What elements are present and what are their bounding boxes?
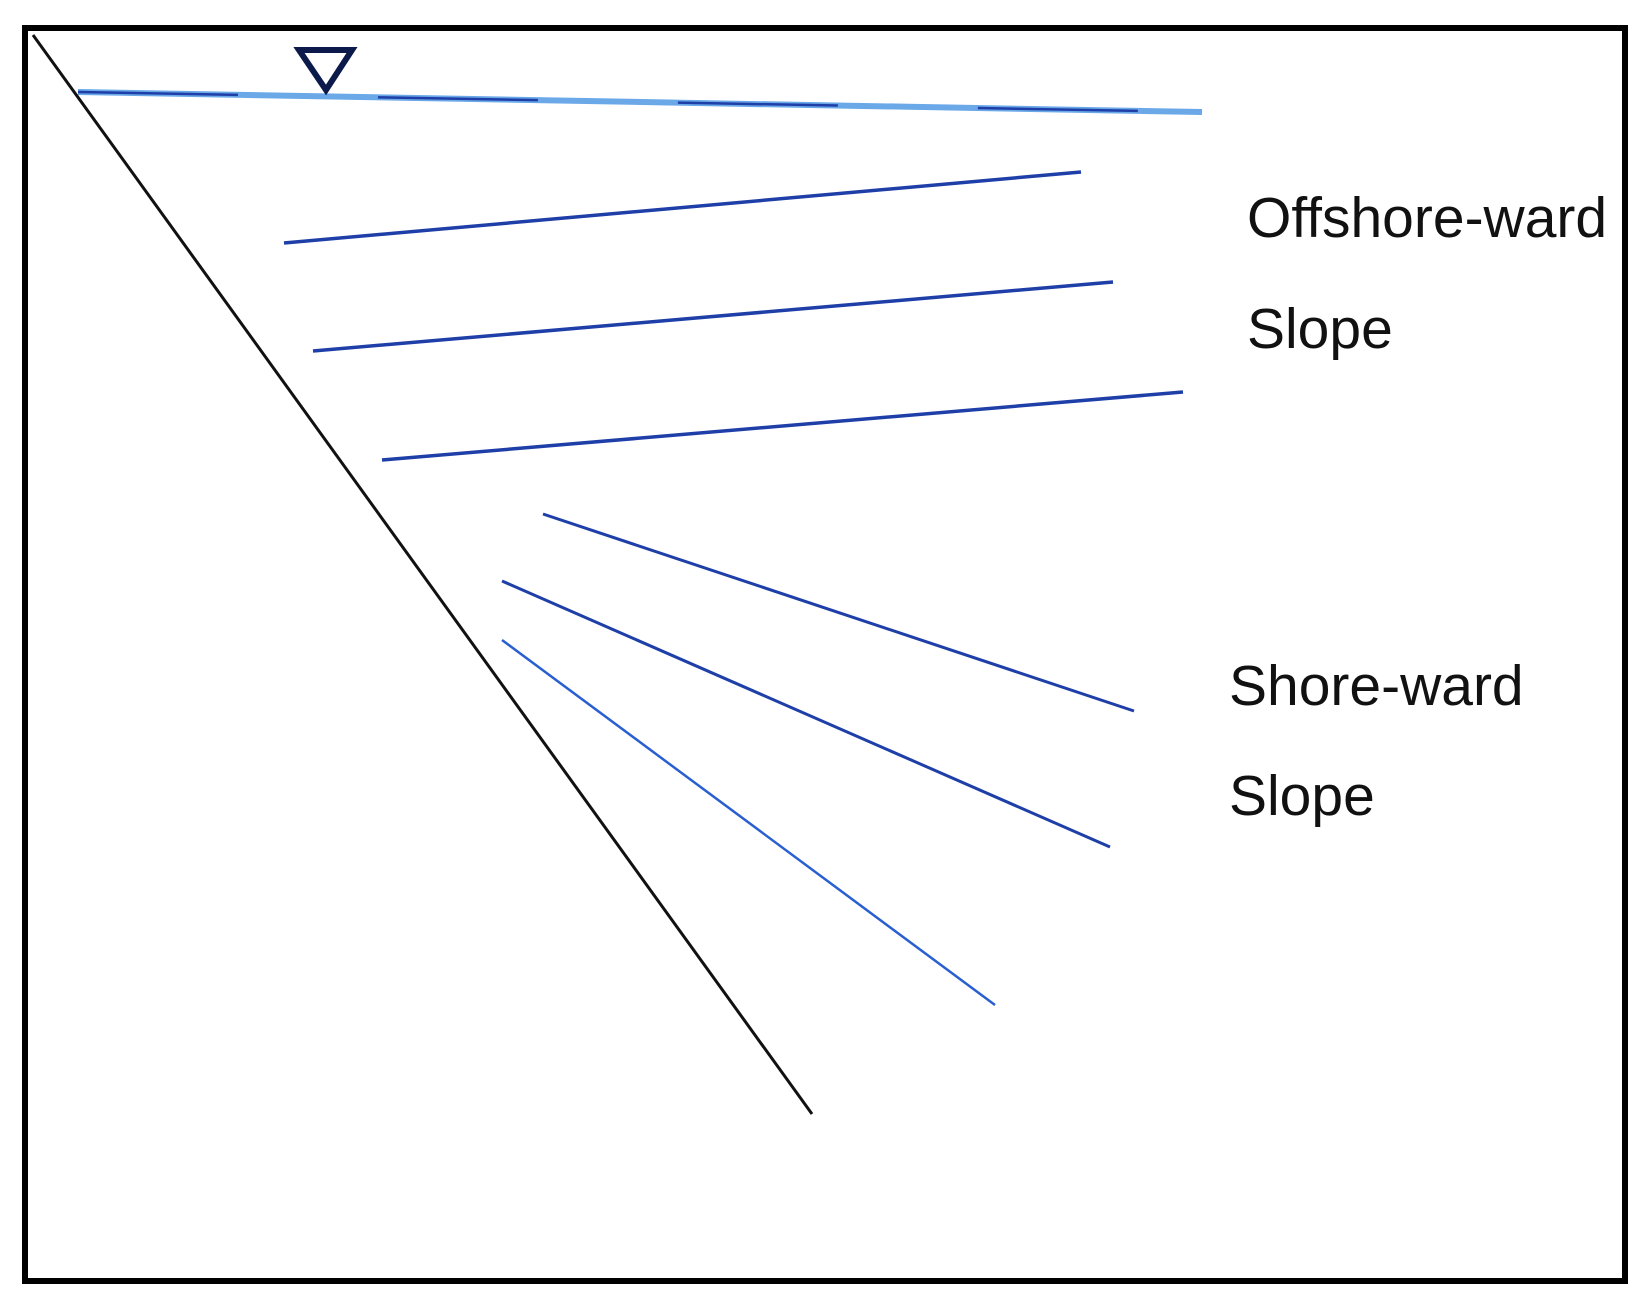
offshore-slope-line-2: [312, 280, 1114, 353]
water-surface-line: [77, 89, 1203, 115]
shore-slope-line-1: [542, 512, 1135, 713]
seabed-profile-line: [31, 34, 814, 1115]
diagram-border: [22, 25, 1628, 1284]
offshore-ward-label: Offshore-ward: [1247, 186, 1607, 250]
offshore-slope-label: Slope: [1247, 297, 1393, 361]
shore-slope-label: Slope: [1229, 764, 1375, 828]
shore-ward-label: Shore-ward: [1229, 654, 1524, 718]
shore-slope-line-2: [501, 579, 1111, 849]
offshore-slope-line-1: [283, 170, 1082, 245]
water-level-triangle-icon: [293, 47, 358, 96]
offshore-slope-line-3: [381, 390, 1184, 462]
shore-slope-line-3: [501, 638, 996, 1007]
